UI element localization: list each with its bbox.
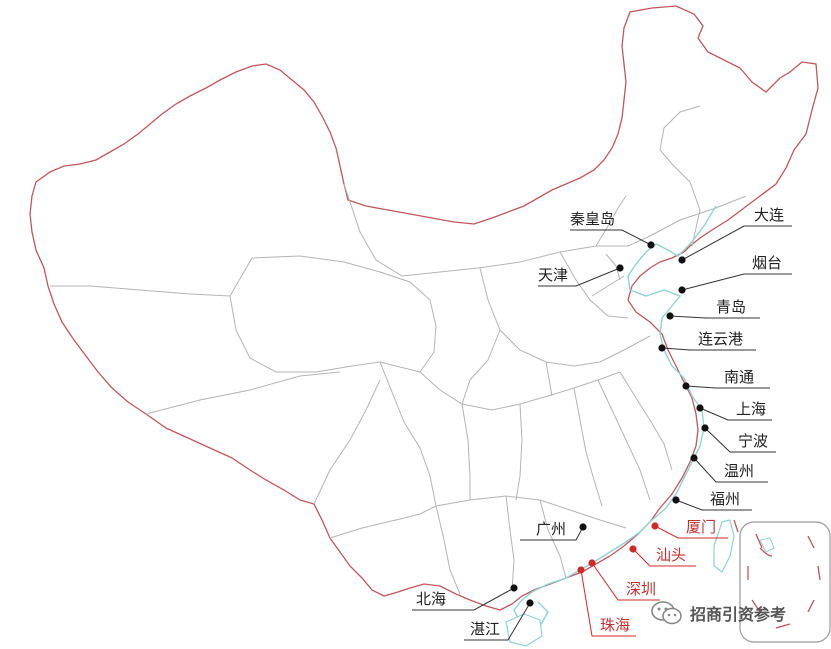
port-label-dalian: 大连 [754,206,784,224]
port-label-wenzhou: 温州 [724,462,754,480]
port-dot-fuzhou[interactable] [672,496,680,504]
port-dot-qinhuangdao[interactable] [647,241,655,249]
nine-dash-line [747,533,821,629]
sea-dash [733,519,739,533]
port-label-shenzhen: 深圳 [626,580,656,598]
wechat-icon [651,601,682,625]
port-dot-yantai[interactable] [678,286,686,294]
port-label-fuzhou: 福州 [710,490,740,508]
leader-line-shantou [632,548,696,567]
leader-line-zhanjiang [464,602,531,641]
port-label-qinhuangdao: 秦皇岛 [570,210,615,228]
port-label-guangzhou: 广州 [536,520,566,538]
port-dot-tianjin[interactable] [616,264,624,272]
leader-line-nantong [685,385,770,389]
port-dot-shanghai[interactable] [696,404,704,412]
taiwan-island [713,519,735,573]
port-dot-lianyungang[interactable] [658,344,666,352]
south-china-sea-inset [739,521,831,643]
port-dot-dalian[interactable] [678,256,686,264]
port-label-nantong: 南通 [724,368,754,386]
port-label-shanghai: 上海 [736,400,766,418]
port-dot-wenzhou[interactable] [690,454,698,462]
province-boundaries [50,105,747,595]
port-dot-ningbo[interactable] [701,424,709,432]
port-label-beihai: 北海 [416,590,446,608]
port-label-qingdao: 青岛 [716,298,746,316]
port-label-xiamen: 厦门 [686,518,716,536]
port-dot-beihai[interactable] [510,584,518,592]
port-label-tianjin: 天津 [538,266,568,284]
leader-line-yantai [681,273,792,291]
port-label-lianyungang: 连云港 [698,330,743,348]
port-label-yantai: 烟台 [752,254,782,272]
leader-line-dalian [681,225,792,261]
watermark: 招商引资参考 [650,600,786,626]
national-border [29,5,819,611]
port-dot-shenzhen[interactable] [588,559,596,567]
port-dot-shantou[interactable] [629,545,637,553]
watermark-text: 招商引资参考 [690,605,787,624]
port-dot-nantong[interactable] [682,382,690,390]
leader-line-zhuhai [580,569,636,637]
port-dot-qingdao[interactable] [666,312,674,320]
port-dot-zhuhai[interactable] [577,566,585,574]
leader-line-tianjin [538,267,621,287]
leader-line-ningbo [704,427,776,453]
leader-line-beihai [412,587,515,611]
leader-line-shanghai [699,407,772,421]
leader-line-qingdao [669,315,760,319]
leader-line-fuzhou [675,499,752,511]
port-dot-zhanjiang[interactable] [526,599,534,607]
leader-line-lianyungang [661,347,756,351]
port-dot-xiamen[interactable] [651,522,659,530]
leader-line-xiamen [654,525,728,539]
port-label-zhuhai: 珠海 [600,616,630,634]
leader-line-wenzhou [693,457,768,483]
port-label-shantou: 汕头 [656,546,686,564]
leader-line-qinhuangdao [570,229,652,246]
leader-line-shenzhen [591,562,660,601]
port-dot-guangzhou[interactable] [579,523,587,531]
hainan-island [505,613,543,647]
leader-lines [412,225,792,641]
inset-island [759,537,775,553]
port-label-ningbo: 宁波 [738,432,768,450]
leader-line-guangzhou [520,526,584,541]
port-label-zhanjiang: 湛江 [470,620,500,638]
